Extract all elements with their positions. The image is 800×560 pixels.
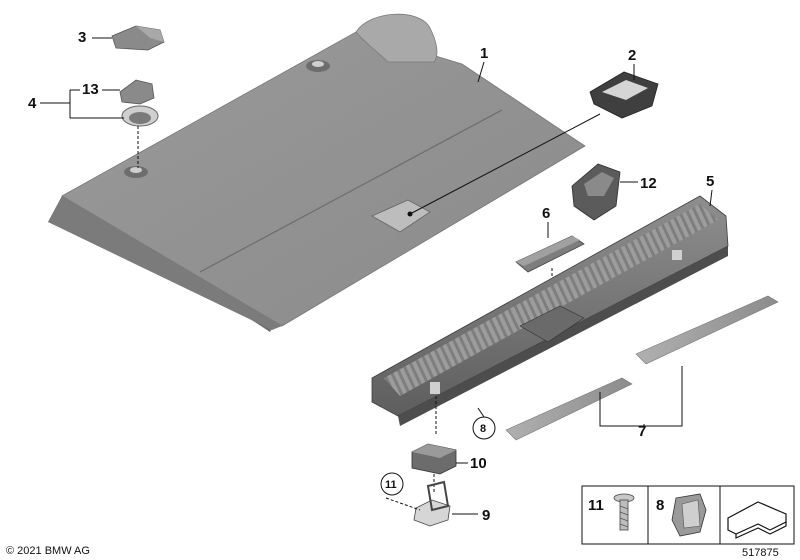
part-9-bracket-clip — [413, 480, 451, 527]
part-10-clip — [411, 443, 457, 475]
floor-panel-seam — [199, 109, 503, 273]
floor-panel-front-edge — [48, 196, 282, 330]
trim-ribbed-face — [384, 204, 718, 396]
trim-clip-slot-right — [672, 250, 682, 260]
leader-1 — [477, 61, 485, 83]
clip-base — [413, 499, 451, 527]
callout-7: 7 — [638, 423, 646, 440]
clip-nut-icon — [671, 493, 707, 537]
strip-right — [635, 295, 779, 365]
circled-11-ring — [380, 472, 404, 496]
callout-4: 4 — [28, 95, 37, 112]
part-6-cover — [515, 235, 585, 273]
part-4-grommet — [121, 105, 159, 127]
leader-dot-recess — [407, 211, 413, 217]
assembly-line-11 — [385, 497, 421, 511]
leader-5 — [709, 189, 713, 207]
floor-panel — [48, 13, 586, 332]
circled-8: 8 — [480, 423, 486, 435]
bracket-face — [584, 172, 614, 196]
part-13-cap — [119, 79, 155, 105]
circled-11: 11 — [385, 479, 397, 491]
legend-screw-label: 11 — [588, 497, 604, 514]
callout-12: 12 — [640, 175, 657, 192]
lamp-lens — [602, 80, 648, 100]
screw-icon — [613, 493, 635, 531]
cover-top — [516, 236, 580, 266]
mount-hole-rear-insert — [312, 61, 324, 67]
strip-left — [505, 377, 633, 441]
copyright: © 2021 BMW AG — [6, 545, 90, 557]
trim-center-mount — [519, 305, 585, 343]
callouts: 1 2 3 4 13 5 6 7 8 9 10 11 12 — [28, 29, 714, 524]
callout-9: 9 — [482, 507, 490, 524]
cap-top — [136, 26, 164, 42]
clip-top — [412, 444, 456, 458]
leader-8 — [477, 407, 485, 418]
callout-3: 3 — [78, 29, 86, 46]
small-cap-body — [119, 79, 155, 105]
callout-5: 5 — [706, 173, 714, 190]
mount-hole-front-insert — [130, 167, 142, 173]
callout-10: 10 — [470, 455, 487, 472]
part-2-lamp — [589, 71, 659, 119]
floor-panel-top — [61, 31, 586, 327]
grommet-center — [129, 112, 151, 124]
bracket-profile-icon — [727, 501, 787, 539]
trim-clip-slot-left — [430, 382, 440, 394]
part-5-loading-sill-trim — [371, 195, 729, 426]
fastener-legend: 11 8 — [581, 485, 795, 545]
floor-panel-bump — [355, 13, 438, 63]
callout-2: 2 — [628, 47, 636, 64]
leader-4 — [40, 89, 124, 119]
trim-bottom-edge — [398, 246, 728, 426]
callout-13: 13 — [82, 81, 99, 98]
diagram-number: 517875 — [742, 547, 779, 559]
part-12-bracket — [571, 163, 621, 221]
part-3-cap — [111, 25, 165, 51]
clip-loop — [426, 480, 450, 512]
callout-6: 6 — [542, 205, 550, 222]
leader-lamp-to-recess — [409, 113, 601, 215]
handle-recess — [371, 199, 431, 233]
legend-clip-label: 8 — [656, 497, 664, 514]
callout-1: 1 — [480, 45, 488, 62]
leader-7 — [599, 366, 683, 427]
